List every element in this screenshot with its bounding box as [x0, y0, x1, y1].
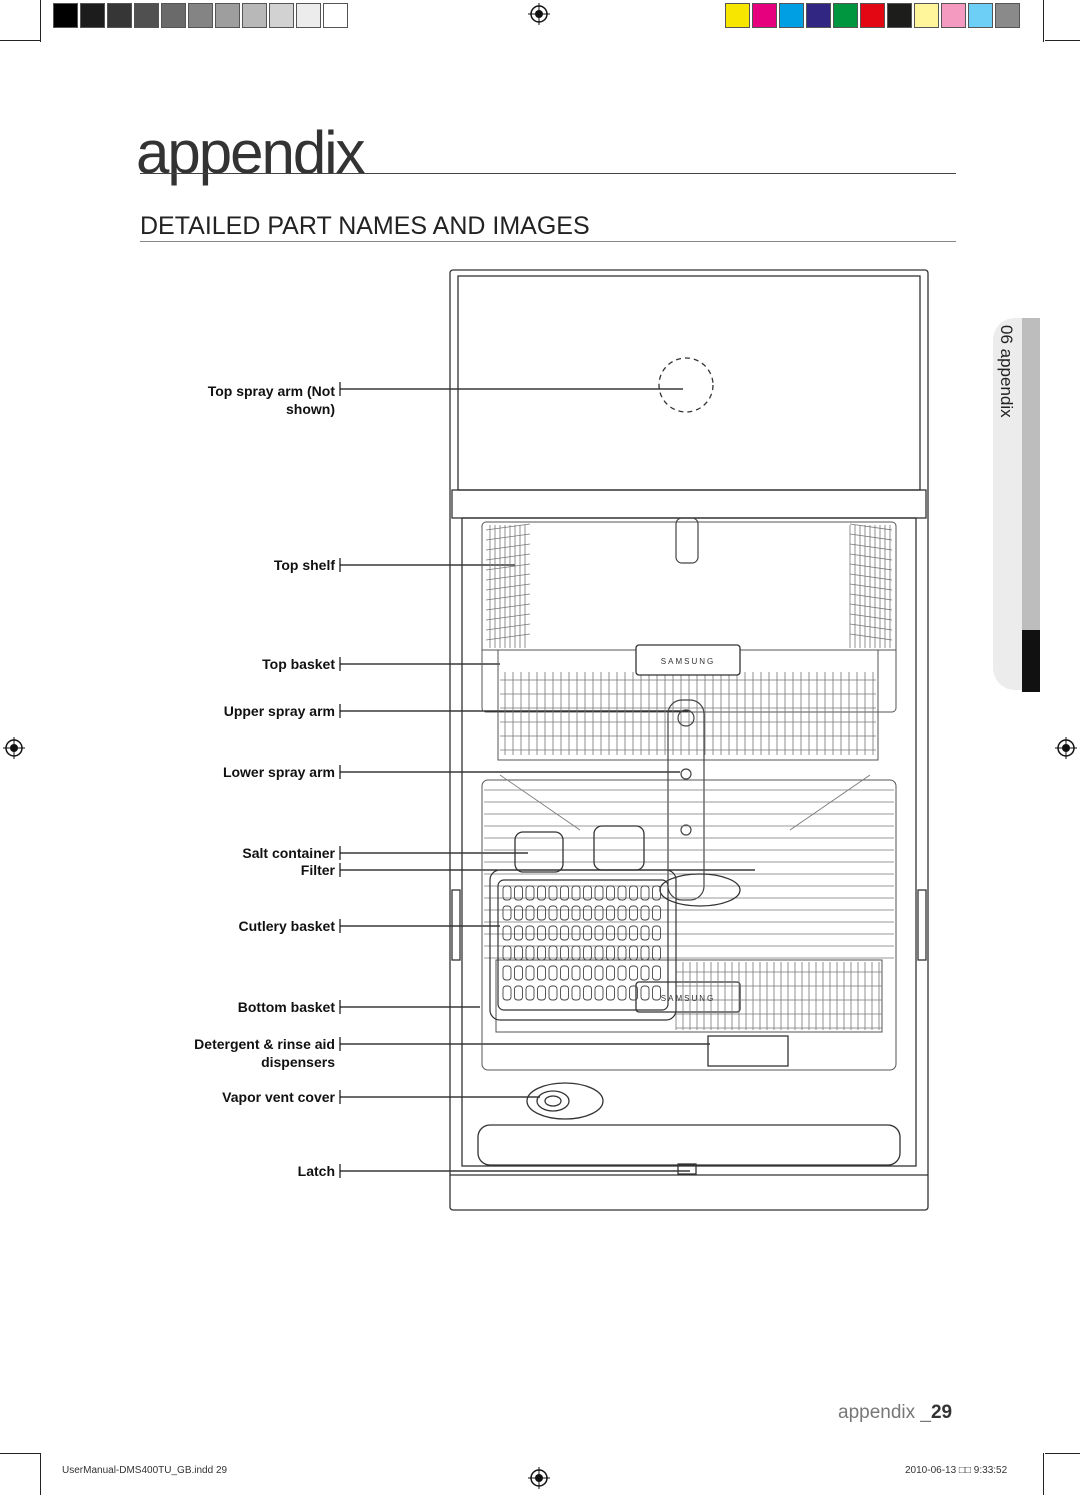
cutlery-basket	[489, 869, 677, 1021]
color-swatch	[860, 3, 885, 28]
color-swatch	[215, 3, 240, 28]
color-swatch	[242, 3, 267, 28]
color-swatch	[269, 3, 294, 28]
brand-plate-lower: SAMSUNG	[661, 994, 715, 1003]
page-number: appendix _29	[838, 1402, 953, 1423]
color-swatch	[833, 3, 858, 28]
label-cutlery-basket: Cutlery basket	[238, 918, 335, 934]
footer-timestamp: 2010-06-13 □□ 9:33:52	[905, 1465, 1008, 1476]
label-upper-spray-arm: Upper spray arm	[223, 703, 335, 719]
crop-mark	[1043, 1453, 1044, 1495]
spray-arm	[667, 517, 705, 901]
registration-mark-icon	[528, 3, 550, 25]
label-top-shelf: Top shelf	[273, 557, 335, 573]
color-swatch	[887, 3, 912, 28]
color-swatch	[188, 3, 213, 28]
registration-mark-icon	[528, 1467, 550, 1489]
color-swatch	[995, 3, 1020, 28]
color-swatch	[779, 3, 804, 28]
label-filter: Filter	[300, 862, 335, 878]
crop-mark	[0, 40, 40, 41]
leader-lines	[339, 382, 755, 1178]
chapter-side-tab-marker	[1022, 630, 1040, 692]
color-swatch	[107, 3, 132, 28]
label-salt-container: Salt container	[242, 845, 335, 861]
color-swatch	[53, 3, 78, 28]
color-swatch	[941, 3, 966, 28]
crop-mark	[1045, 1453, 1080, 1454]
chapter-rule	[140, 173, 956, 174]
section-rule	[140, 241, 956, 242]
section-title: DETAILED PART NAMES AND IMAGES	[140, 212, 590, 240]
vapor-vent	[526, 1082, 604, 1120]
color-swatch	[323, 3, 348, 28]
color-swatch	[296, 3, 321, 28]
label-lower-spray-arm: Lower spray arm	[222, 764, 335, 780]
registration-mark-icon	[3, 737, 25, 759]
color-swatch	[968, 3, 993, 28]
color-swatch	[80, 3, 105, 28]
crop-mark	[1043, 0, 1044, 42]
chapter-side-tab-label: 06 appendix	[997, 325, 1016, 418]
label-vapor-vent-cover: Vapor vent cover	[222, 1089, 335, 1105]
color-swatch	[914, 3, 939, 28]
crop-mark	[0, 1453, 40, 1454]
brand-plate-upper: SAMSUNG	[661, 657, 715, 666]
crop-mark	[40, 1453, 41, 1495]
crop-mark	[1045, 40, 1080, 41]
color-swatch	[725, 3, 750, 28]
chapter-title: appendix	[136, 119, 366, 186]
color-swatch	[752, 3, 777, 28]
label-latch: Latch	[297, 1163, 335, 1179]
color-swatch	[806, 3, 831, 28]
color-swatch	[134, 3, 159, 28]
color-swatch	[161, 3, 186, 28]
crop-mark	[40, 0, 41, 42]
label-top-basket: Top basket	[262, 656, 335, 672]
label-bottom-basket: Bottom basket	[237, 999, 335, 1015]
registration-mark-icon	[1055, 737, 1077, 759]
lower-rack	[481, 779, 897, 1071]
chapter-side-tab-strip	[1022, 318, 1040, 690]
footer-file-name: UserManual-DMS400TU_GB.indd 29	[62, 1465, 228, 1476]
